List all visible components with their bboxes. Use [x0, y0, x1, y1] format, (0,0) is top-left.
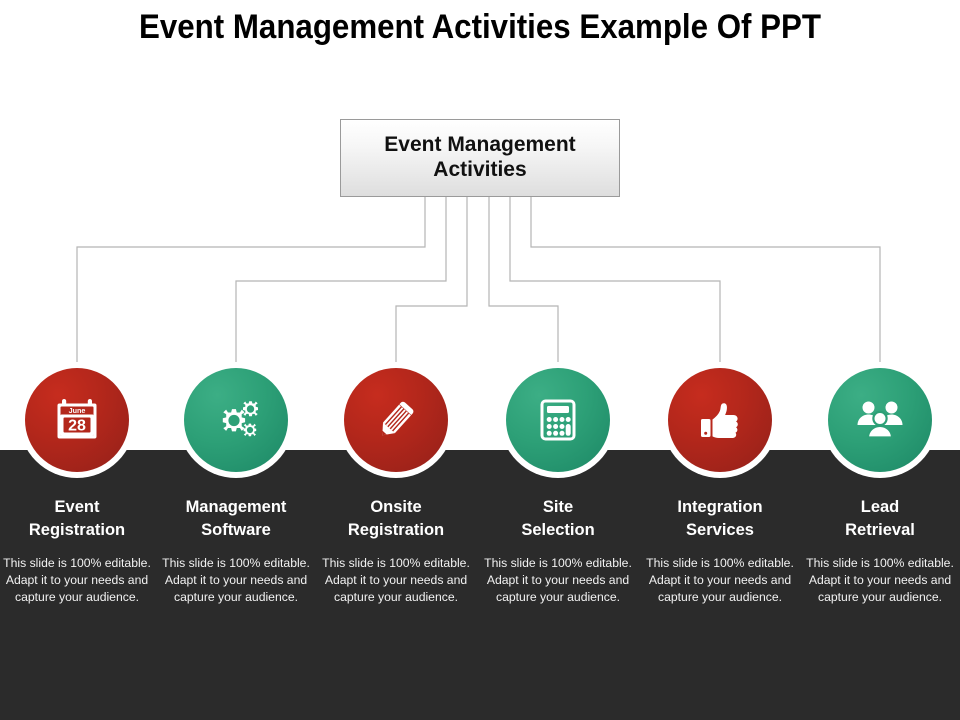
item-column-5[interactable]: Integration Services This slide is 100% …: [640, 362, 800, 607]
item-body-6: This slide is 100% editable. Adapt it to…: [806, 555, 954, 605]
item-column-2[interactable]: Management Software This slide is 100% e…: [156, 362, 316, 607]
calendar-icon: June 28: [57, 399, 97, 439]
item-title-6: Lead Retrieval: [845, 498, 915, 539]
thumbs-up-icon: [701, 403, 738, 438]
item-title-5: Integration Services: [677, 498, 763, 539]
item-column-4[interactable]: Site Selection This slide is 100% editab…: [478, 362, 638, 607]
icon-circle-5: [668, 368, 772, 472]
icon-badge-4[interactable]: [500, 362, 616, 478]
pencil-icon: [382, 401, 414, 436]
icon-badge-1[interactable]: June 28: [19, 362, 135, 478]
item-body-3: This slide is 100% editable. Adapt it to…: [322, 555, 470, 605]
item-column-3[interactable]: Onsite Registration This slide is 100% e…: [316, 362, 476, 607]
item-title-2: Management Software: [185, 498, 287, 539]
icon-badge-3[interactable]: [338, 362, 454, 478]
dark-content-panel: [0, 450, 960, 720]
item-column-6[interactable]: Lead Retrieval This slide is 100% editab…: [800, 362, 960, 607]
icon-badge-6[interactable]: [822, 362, 938, 478]
item-body-2: This slide is 100% editable. Adapt it to…: [162, 555, 310, 605]
item-title-4: Site Selection: [521, 498, 595, 539]
gears-icon: [222, 401, 258, 437]
root-node-label: Event Management Activities: [384, 133, 576, 181]
item-title-1: Event Registration: [28, 498, 126, 539]
page-title: Event Management Activities Example Of P…: [138, 8, 821, 46]
icon-circle-6: [828, 368, 932, 472]
item-body-5: This slide is 100% editable. Adapt it to…: [646, 555, 794, 605]
icon-circle-1: June 28: [25, 368, 129, 472]
calculator-icon: [540, 399, 576, 441]
item-title-3: Onsite Registration: [347, 498, 445, 539]
icon-circle-4: [506, 368, 610, 472]
icon-circle-2: [184, 368, 288, 472]
item-body-4: This slide is 100% editable. Adapt it to…: [484, 555, 632, 605]
item-column-1[interactable]: June 28 Event Registration This slide is…: [0, 362, 157, 607]
people-group-icon: [857, 401, 903, 439]
icon-badge-5[interactable]: [662, 362, 778, 478]
root-node[interactable]: Event Management Activities: [340, 119, 620, 197]
item-body-1: This slide is 100% editable. Adapt it to…: [3, 555, 151, 605]
calendar-month-text: June: [69, 406, 86, 415]
icon-circle-3: [344, 368, 448, 472]
calendar-day-text: 28: [68, 418, 86, 435]
icon-badge-2[interactable]: [178, 362, 294, 478]
